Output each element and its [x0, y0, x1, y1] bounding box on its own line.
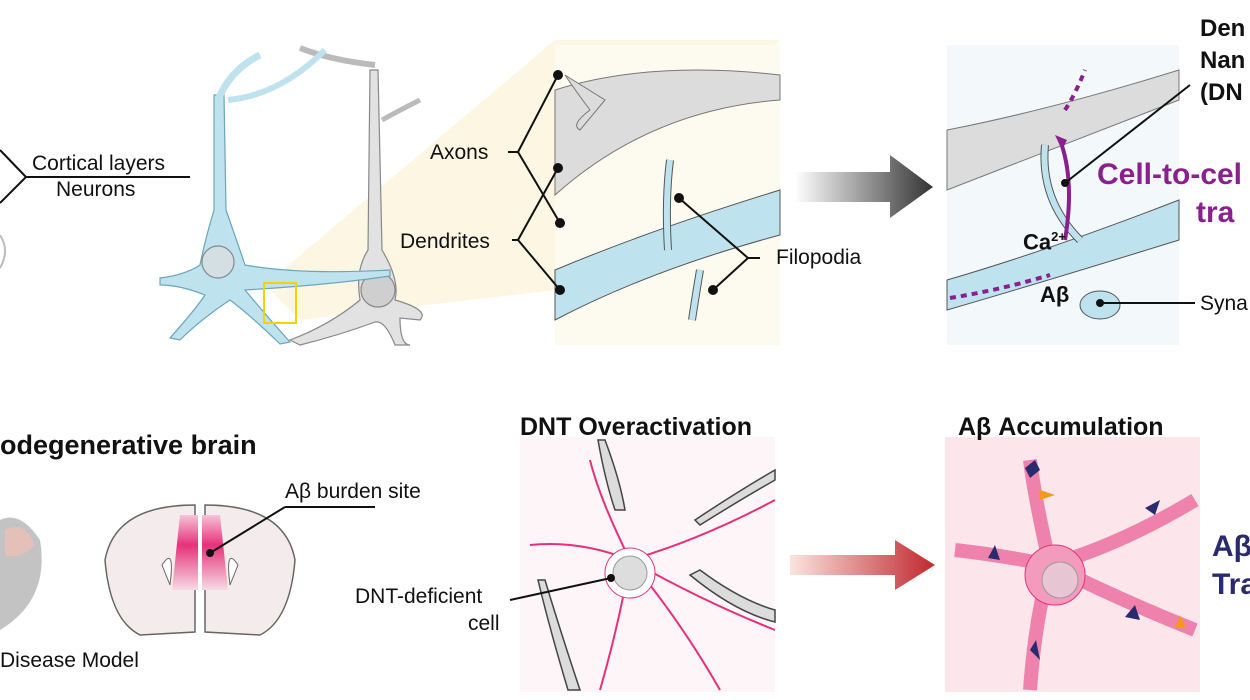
dnt-zoom-view — [946, 45, 1195, 345]
brain-title: odegenerative brain — [0, 430, 257, 460]
axons-label: Axons — [430, 141, 489, 164]
mouse-brain-silhouette — [0, 517, 42, 630]
overactivation-panel — [509, 437, 776, 692]
top-transition-arrow — [795, 155, 933, 218]
right-label-line2: Tra — [1212, 568, 1250, 601]
transfer-label-line1: Cell-to-cel — [1097, 158, 1243, 191]
zoom-box — [263, 282, 297, 324]
zoomed-dendrite-view — [554, 45, 781, 345]
bottom-transition-arrow — [790, 540, 935, 590]
burden-site-label: Aβ burden site — [285, 480, 421, 503]
calcium-label: Ca2+ — [1023, 229, 1066, 255]
dnt-label-line2: Nan — [1200, 47, 1246, 74]
calcium-text: Ca — [1023, 229, 1052, 255]
blue-neuron — [159, 47, 391, 345]
cortical-layers-label: Cortical layers — [32, 152, 166, 175]
accumulation-title: Aβ Accumulation — [958, 413, 1164, 441]
dnt-label-line1: Den — [1200, 15, 1246, 42]
transfer-label-line2: tra — [1196, 196, 1235, 229]
calcium-charge: 2+ — [1051, 229, 1066, 244]
dnt-label-line3: (DN — [1200, 79, 1243, 106]
dendrites-label: Dendrites — [400, 230, 490, 253]
coronal-section — [104, 504, 375, 636]
abeta-label: Aβ — [1040, 282, 1070, 307]
deficient-label-line1: DNT-deficient — [355, 585, 483, 608]
deficient-label-line2: cell — [468, 612, 500, 635]
accumulation-panel — [945, 437, 1200, 692]
neurons-label: Neurons — [56, 178, 136, 201]
zoom-leader-lines — [508, 70, 760, 295]
overactivation-title: DNT Overactivation — [520, 413, 753, 441]
right-label-line1: Aβ — [1212, 530, 1250, 563]
cortical-bracket — [0, 149, 190, 269]
disease-model-label: Disease Model — [0, 649, 139, 672]
synapse-label: Syna — [1200, 292, 1248, 315]
filopodia-label: Filopodia — [776, 246, 862, 269]
